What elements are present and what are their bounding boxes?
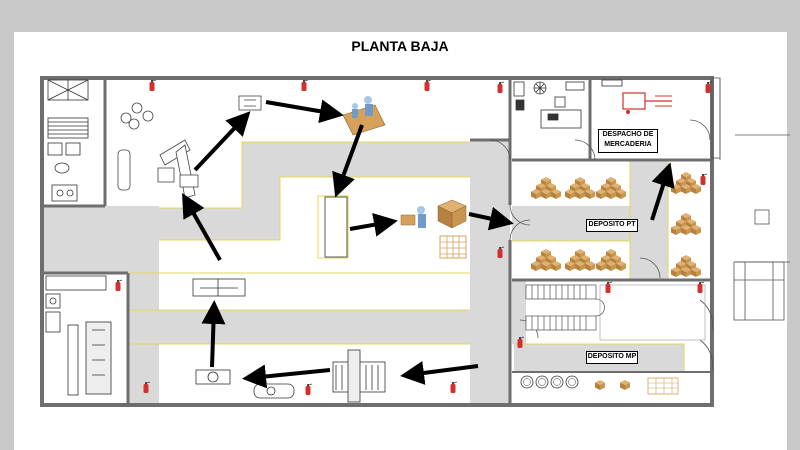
packing-station-icon (400, 199, 467, 259)
bathrooms (47, 79, 89, 202)
aisles (44, 140, 684, 403)
label-despacho-line1: DESPACHO DE (602, 131, 654, 138)
work-table (324, 196, 348, 258)
label-despacho-line2: MERCADERIA (604, 141, 652, 148)
forklift-icon (622, 92, 672, 114)
conveyor-icon (195, 349, 386, 403)
stairs (525, 284, 706, 341)
pallets-mp (595, 377, 679, 395)
kitchen (45, 275, 112, 396)
office (513, 79, 623, 129)
flow-arrows (182, 99, 675, 389)
label-deposito-pt: DEPOSITO PT (586, 219, 638, 232)
exterior (711, 77, 790, 321)
label-despacho: DESPACHO DE MERCADERIA (598, 129, 658, 153)
plan-title: PLANTA BAJA (351, 38, 449, 54)
label-deposito-mp: DEPOSITO MP (586, 351, 638, 364)
mixer-machine (192, 278, 246, 297)
workstation-icon (342, 96, 386, 136)
